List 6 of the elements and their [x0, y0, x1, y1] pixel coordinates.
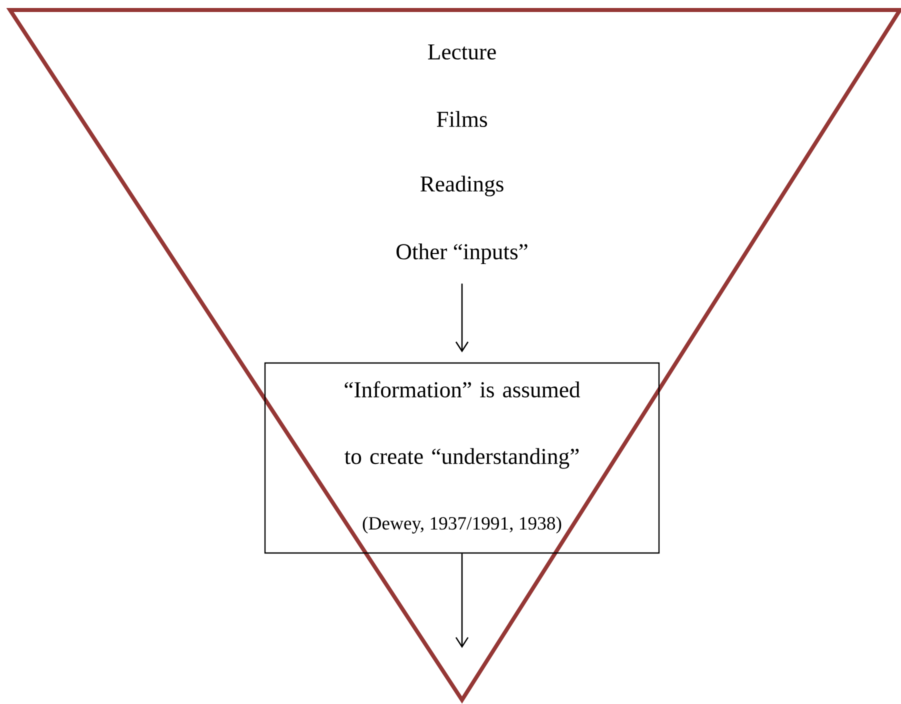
input-text: Other “inputs”	[396, 243, 528, 264]
arrow	[455, 554, 469, 648]
arrow	[455, 284, 469, 352]
list-item: Readings	[420, 176, 504, 196]
list-item: Lecture	[428, 44, 496, 60]
list-item: Films	[436, 111, 488, 127]
